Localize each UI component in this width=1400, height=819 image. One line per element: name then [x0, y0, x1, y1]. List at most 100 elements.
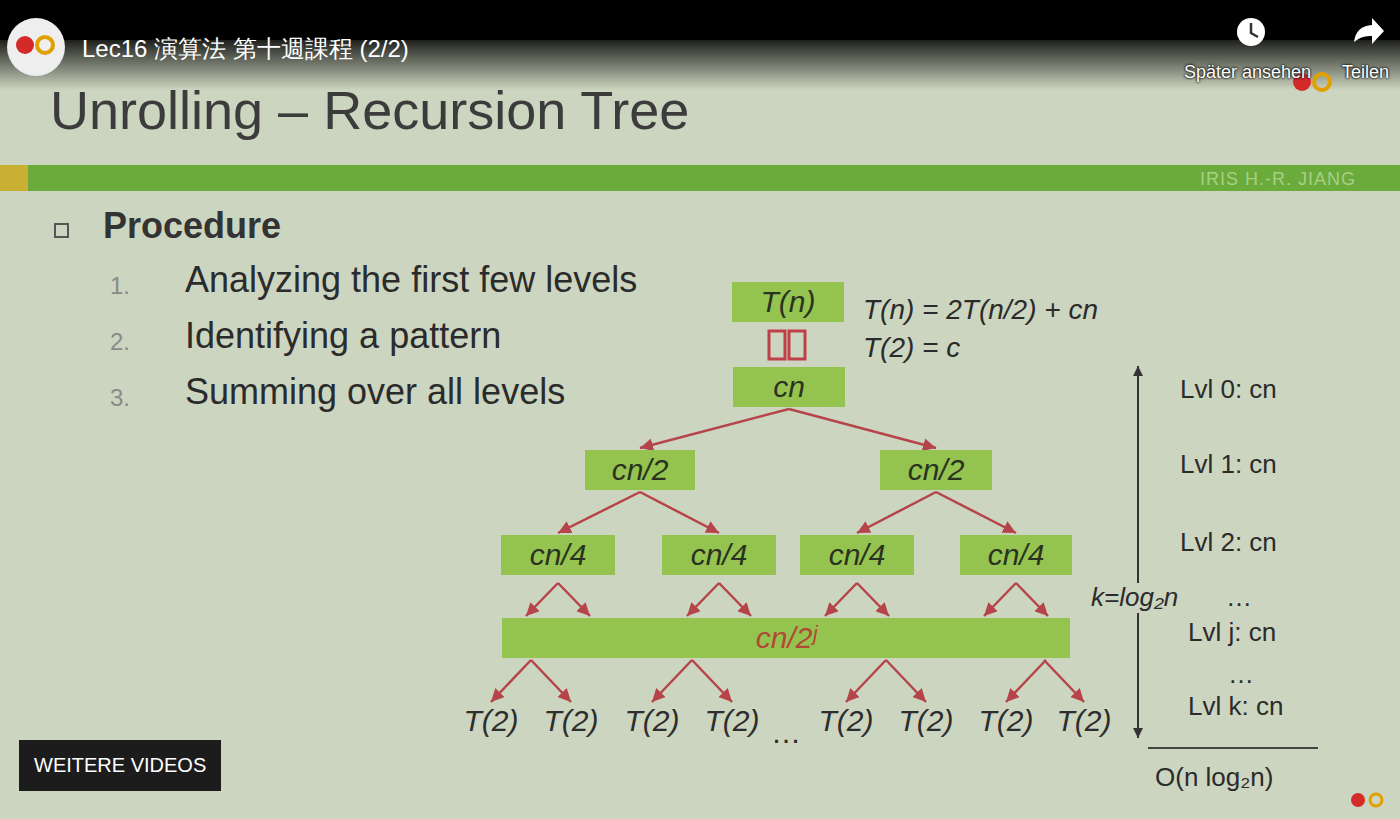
- node-text: cn/4: [988, 538, 1045, 573]
- tree-arrow: [886, 660, 926, 702]
- equation: T(2) = c: [863, 332, 960, 364]
- node-text: cn/4: [530, 538, 587, 573]
- channel-logo: [7, 18, 65, 76]
- tree-arrow: [640, 492, 719, 533]
- ellipsis: …: [771, 716, 801, 751]
- tree-arrow: [652, 660, 692, 702]
- level-cost: Lvl k: cn: [1188, 692, 1283, 722]
- leaf-term: T(2): [456, 700, 527, 742]
- video-top-bar: [0, 0, 1400, 40]
- node-text: cn: [773, 370, 805, 405]
- gold-rule: [0, 165, 28, 191]
- tree-arrow: [825, 583, 857, 616]
- bullet-square: [55, 224, 68, 237]
- tree-arrow: [491, 660, 531, 702]
- tree-arrow: [846, 660, 886, 702]
- list-number: 1.: [110, 272, 130, 300]
- node-text: T(2): [1057, 704, 1112, 739]
- node-text: cn/4: [691, 538, 748, 573]
- sum-rule: [1148, 747, 1318, 749]
- logo-mark: [37, 37, 53, 53]
- level-band: cn/2ʲ: [502, 618, 1070, 658]
- cost-box: T(n): [732, 282, 844, 322]
- tree-arrow-fork: [687, 583, 751, 616]
- section-heading: Procedure: [103, 205, 281, 246]
- list-item: Summing over all levels: [185, 371, 565, 412]
- ellipsis: …: [1226, 583, 1252, 613]
- node-text: cn/2ʲ: [756, 621, 816, 656]
- tree-arrow-fork: [825, 583, 889, 616]
- tree-arrow: [1044, 660, 1084, 702]
- cost-box: cn/4: [800, 535, 914, 575]
- level-cost: Lvl j: cn: [1188, 618, 1276, 648]
- tree-arrow-fork: [526, 583, 590, 616]
- ocw-logo: [1370, 794, 1382, 806]
- node-text: cn/2: [612, 453, 669, 488]
- leaf-term: T(2): [536, 700, 607, 742]
- cost-box: cn/2: [880, 450, 992, 490]
- node-text: T(2): [979, 704, 1034, 739]
- clock-hands: [1251, 23, 1258, 37]
- leaf-term: T(2): [811, 700, 882, 742]
- node-text: T(2): [625, 704, 680, 739]
- tree-arrow: [558, 583, 590, 616]
- tree-arrow-fork: [984, 583, 1048, 616]
- height-label: k=log₂n: [1088, 583, 1181, 613]
- ellipsis: …: [1228, 660, 1254, 690]
- tree-arrow: [789, 409, 936, 448]
- watch-later-icon: [1237, 18, 1265, 46]
- tree-arrow: [1016, 583, 1048, 616]
- leaf-term: T(2): [971, 700, 1042, 742]
- cost-box: cn/4: [960, 535, 1072, 575]
- node-text: T(2): [819, 704, 874, 739]
- tree-arrow: [857, 583, 889, 616]
- cost-box: cn/4: [662, 535, 776, 575]
- height-arrow: [1137, 366, 1139, 738]
- list-number: 3.: [110, 384, 130, 412]
- list-number: 2.: [110, 328, 130, 356]
- level-cost: Lvl 1: cn: [1180, 450, 1277, 480]
- leaf-term: T(2): [1049, 700, 1120, 742]
- tree-arrow: [692, 660, 732, 702]
- tree-arrow: [640, 409, 789, 448]
- node-text: T(n): [761, 285, 816, 320]
- tree-arrow: [531, 660, 571, 702]
- expand-symbol: [769, 331, 785, 359]
- logo-mark: [16, 36, 34, 54]
- node-text: T(2): [464, 704, 519, 739]
- video-title: Lec16 演算法 第十週課程 (2/2): [82, 35, 409, 63]
- node-text: cn/2: [908, 453, 965, 488]
- ocw-logo: [1351, 793, 1365, 807]
- leaf-term: T(2): [617, 700, 688, 742]
- tree-arrow: [558, 492, 640, 533]
- ocw-logo: [1314, 74, 1330, 90]
- expand-symbol: [789, 331, 805, 359]
- node-text: cn/4: [829, 538, 886, 573]
- node-text: T(2): [705, 704, 760, 739]
- green-rule: [0, 165, 1400, 191]
- level-cost: Lvl 0: cn: [1180, 375, 1277, 405]
- tree-arrow: [687, 583, 719, 616]
- level-cost: Lvl 2: cn: [1180, 528, 1277, 558]
- cost-box: cn/4: [501, 535, 615, 575]
- node-text: T(2): [899, 704, 954, 739]
- cost-box: cn: [733, 367, 845, 407]
- list-item: Identifying a pattern: [185, 315, 501, 356]
- slide-title: Unrolling – Recursion Tree: [50, 79, 689, 141]
- cost-box: cn/2: [585, 450, 695, 490]
- share-icon: [1354, 18, 1384, 44]
- more-videos-button: WEITERE VIDEOS: [19, 740, 221, 791]
- ui-caption: Teilen: [1342, 62, 1389, 83]
- tree-arrow: [857, 492, 936, 533]
- ui-caption: Später ansehen: [1184, 62, 1311, 83]
- total-cost: O(n log₂n): [1155, 763, 1273, 793]
- tree-arrow: [719, 583, 751, 616]
- leaf-term: T(2): [891, 700, 962, 742]
- equation: T(n) = 2T(n/2) + cn: [863, 294, 1098, 326]
- tree-arrow: [526, 583, 558, 616]
- tree-arrow: [984, 583, 1016, 616]
- tree-arrow: [1006, 660, 1046, 702]
- tree-arrow: [936, 492, 1016, 533]
- node-text: T(2): [544, 704, 599, 739]
